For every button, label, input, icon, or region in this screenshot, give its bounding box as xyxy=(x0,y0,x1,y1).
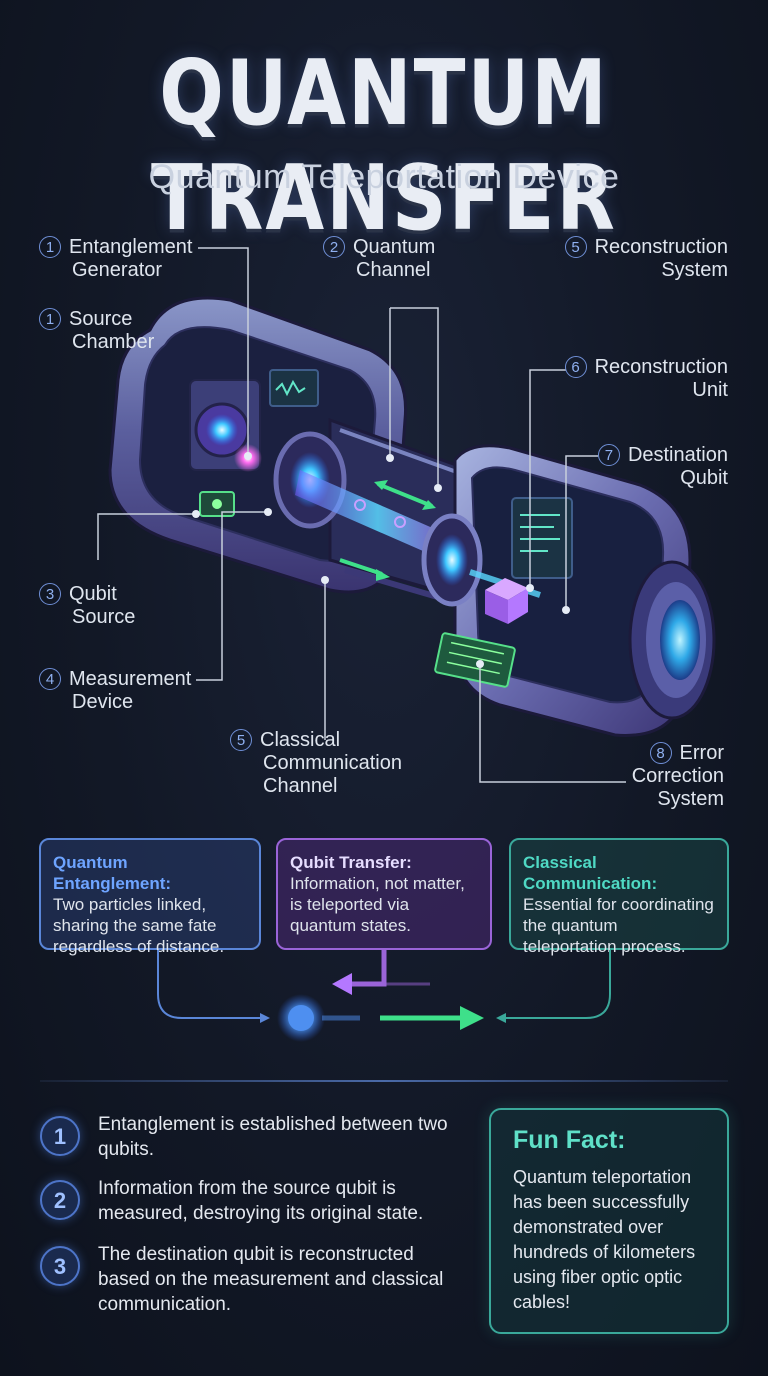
callout-classical-channel: 5 Classical Communication Channel xyxy=(230,729,402,798)
callout-number: 8 xyxy=(649,742,672,764)
fun-fact-title: Fun Fact: xyxy=(513,1126,626,1154)
callout-label: Channel xyxy=(356,259,431,281)
info-box-text: Essential for coordinating the quantum t… xyxy=(523,895,714,956)
leader-lines xyxy=(97,247,626,783)
callout-error-correction: 8 Error Correction System xyxy=(588,742,724,811)
callout-number: 5 xyxy=(564,236,587,258)
callout-label: Channel xyxy=(263,775,338,797)
entanglement-flow-line xyxy=(157,950,262,1019)
info-box-text: Two particles linked, sharing the same f… xyxy=(53,895,225,956)
arrowhead-icon xyxy=(332,973,352,995)
callout-number: 2 xyxy=(323,236,345,258)
callout-number: 5 xyxy=(230,729,252,751)
page-subtitle: Quantum Teleportation Device xyxy=(148,158,620,196)
arrowhead-icon xyxy=(260,1013,270,1023)
callout-qubit-source: 3 Qubit Source xyxy=(39,583,135,629)
node-icon xyxy=(288,1005,314,1031)
quantum-beam xyxy=(234,431,460,565)
info-box-quantum-entanglement: Quantum Entanglement: Two particles link… xyxy=(39,838,261,956)
callout-label: Source xyxy=(69,308,133,330)
info-flow-diagram xyxy=(157,950,611,1042)
callout-label: Error xyxy=(679,742,724,764)
info-box-text: Information, not matter, is teleported v… xyxy=(290,874,465,935)
callout-label: System xyxy=(661,259,728,281)
step-text: Information from the source qubit is mea… xyxy=(98,1178,424,1224)
callout-measurement-device: 4 Measurement Device xyxy=(39,668,191,714)
step-number: 2 xyxy=(40,1180,80,1220)
teleportation-device-illustration xyxy=(97,247,716,783)
arrowhead-icon xyxy=(496,1013,506,1023)
arrowhead-icon xyxy=(460,1006,484,1030)
fun-fact-box: Fun Fact: Quantum teleportation has been… xyxy=(489,1108,729,1334)
callout-label: Generator xyxy=(72,259,163,281)
callout-label: Chamber xyxy=(72,331,155,353)
callout-source-chamber: 1 Source Chamber xyxy=(39,308,154,354)
page-title: QUANTUM TRANSFER xyxy=(151,40,617,251)
callout-label: Entanglement xyxy=(69,236,193,258)
info-box-title: Qubit Transfer: xyxy=(290,853,412,872)
callout-label: Reconstruction xyxy=(594,236,728,258)
callout-label: Unit xyxy=(692,379,728,401)
callout-label: Qubit xyxy=(69,583,117,605)
callout-number: 4 xyxy=(39,668,61,690)
fun-fact-text: Quantum teleportation has been successfu… xyxy=(513,1167,696,1312)
destination-housing xyxy=(421,444,716,737)
step-number: 3 xyxy=(40,1246,80,1286)
callout-label: System xyxy=(657,788,724,810)
callout-label: Device xyxy=(72,691,134,713)
callout-destination-qubit: 7 Destination Qubit xyxy=(558,444,728,490)
callout-reconstruction-system: 5 Reconstruction System xyxy=(528,236,728,282)
leader-dots xyxy=(192,452,570,668)
callout-number: 3 xyxy=(39,583,61,605)
channel-arrows xyxy=(339,480,436,581)
callout-number: 1 xyxy=(39,308,61,330)
classical-flow-line xyxy=(506,950,611,1019)
callout-number: 1 xyxy=(39,236,61,258)
info-box-title: Quantum Entanglement: xyxy=(53,853,172,893)
callout-label: Quantum xyxy=(353,236,436,258)
info-box-qubit-transfer: Qubit Transfer: Information, not matter,… xyxy=(276,838,492,950)
callout-label: Source xyxy=(72,606,136,628)
destination-qubit-cube xyxy=(485,578,528,624)
callout-entanglement-generator: 1 Entanglement Generator xyxy=(39,236,192,282)
callout-label: Destination xyxy=(627,444,728,466)
callout-label: Measurement xyxy=(69,668,192,690)
callout-quantum-channel: 2 Quantum Channel xyxy=(323,236,435,282)
step-text: The destination qubit is reconstructed b… xyxy=(98,1244,444,1315)
step-text: Entanglement is established between two … xyxy=(98,1114,448,1160)
qubit-transfer-flow-line xyxy=(350,950,387,987)
callout-label: Correction xyxy=(631,765,724,787)
callout-label: Reconstruction xyxy=(594,356,728,378)
callout-label: Qubit xyxy=(680,467,728,489)
callout-label: Communication xyxy=(263,752,402,774)
callout-number: 7 xyxy=(597,444,620,466)
info-box-title: Classical Communication: xyxy=(523,853,658,893)
info-box-classical-communication: Classical Communication: Essential for c… xyxy=(509,838,729,956)
step-number: 1 xyxy=(40,1116,80,1156)
callout-reconstruction-unit: 6 Reconstruction Unit xyxy=(528,356,728,402)
callout-number: 6 xyxy=(564,356,587,378)
section-divider xyxy=(40,1080,728,1082)
callout-label: Classical xyxy=(260,729,341,751)
